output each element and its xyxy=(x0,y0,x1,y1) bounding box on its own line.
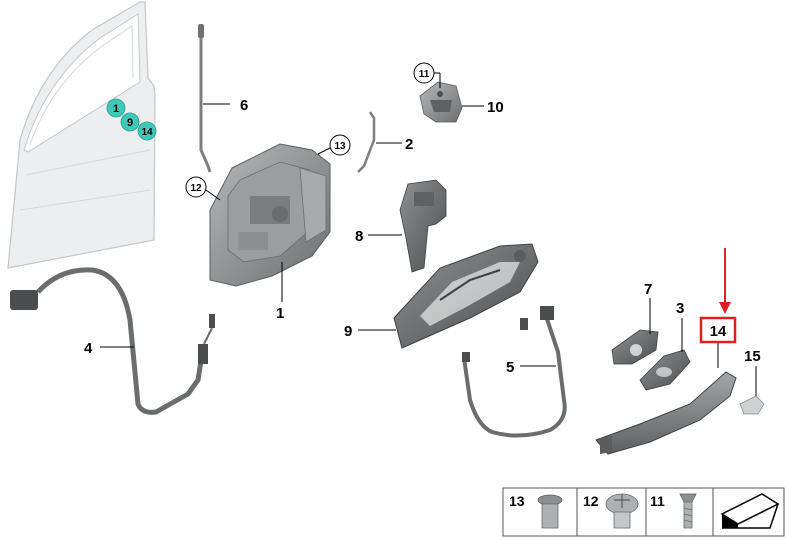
legend-arrow-icon xyxy=(720,493,780,529)
callout-8: 8 xyxy=(355,228,363,245)
part-4-cable: 4 xyxy=(10,267,215,415)
part-6-rod: 6 xyxy=(198,24,248,173)
callout-9: 9 xyxy=(344,323,352,340)
callout-4: 4 xyxy=(84,340,93,357)
callout-1: 1 xyxy=(276,305,284,322)
legend-item-12: 12 xyxy=(583,493,639,529)
part-8-bracket: 8 xyxy=(355,179,447,273)
callout-13-top: 13 xyxy=(334,141,346,152)
door-ref-1: 1 xyxy=(113,103,119,115)
door-ref-14: 14 xyxy=(141,127,153,138)
door-callouts: 1 9 14 xyxy=(106,98,157,141)
legend-label-12: 12 xyxy=(583,493,599,509)
part-10-striker: 10 11 xyxy=(413,62,504,123)
legend-label-13: 13 xyxy=(509,493,525,509)
part-5-cable: 5 xyxy=(462,306,567,438)
door-ref-9: 9 xyxy=(127,117,133,129)
part-14-handle: 14 xyxy=(595,248,737,455)
legend-item-11: 11 xyxy=(650,493,697,529)
part-9-carrier: 9 xyxy=(344,243,539,349)
part-2-rod: 2 xyxy=(357,111,413,173)
part-3-gasket: 3 xyxy=(639,300,691,391)
legend-item-13: 13 xyxy=(509,493,563,529)
part-7-cover: 7 xyxy=(611,281,659,365)
door-panel xyxy=(7,1,156,269)
part-1-lock: 1 13 12 xyxy=(185,134,351,322)
part-15-plug: 15 xyxy=(739,348,765,415)
fastener-legend: 13 12 11 xyxy=(502,487,785,537)
callout-5: 5 xyxy=(506,359,514,376)
callout-11-top: 11 xyxy=(419,69,430,80)
callout-15: 15 xyxy=(744,348,761,365)
callout-6: 6 xyxy=(240,97,248,114)
callout-2: 2 xyxy=(405,136,413,153)
legend-label-11: 11 xyxy=(650,493,665,509)
callout-3: 3 xyxy=(676,300,684,317)
callout-14: 14 xyxy=(710,323,727,340)
callout-7: 7 xyxy=(644,281,652,298)
callout-12-top: 12 xyxy=(190,183,202,194)
callout-14-highlight-box xyxy=(699,316,737,344)
callout-10: 10 xyxy=(487,99,504,116)
